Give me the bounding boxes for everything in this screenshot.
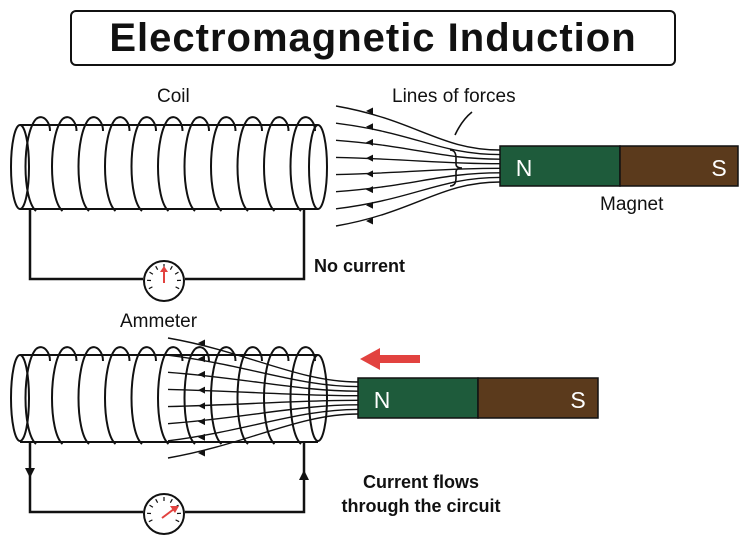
coil-winding bbox=[183, 116, 210, 212]
field-line bbox=[167, 408, 359, 442]
current-flows-label: Current flows through the circuit bbox=[341, 472, 501, 516]
top-magnet-south bbox=[619, 145, 739, 187]
coil-winding bbox=[289, 116, 316, 212]
field-line bbox=[335, 181, 501, 227]
bottom-magnet-south-label: S bbox=[570, 387, 585, 413]
bottom-circuit-wire bbox=[28, 442, 306, 514]
field-line bbox=[335, 139, 501, 160]
magnet-label: Magnet bbox=[600, 194, 664, 215]
magnet-motion-arrow-icon bbox=[360, 348, 420, 370]
ammeter-tick bbox=[174, 271, 179, 275]
ammeter-needle-deflected-icon bbox=[170, 506, 179, 513]
field-arrow-icon bbox=[198, 449, 205, 457]
field-arrow-icon bbox=[366, 186, 373, 194]
field-arrow-icon bbox=[198, 355, 205, 363]
bottom-ammeter bbox=[143, 493, 185, 535]
top-magnet: N S bbox=[499, 145, 739, 187]
field-line bbox=[335, 156, 501, 165]
coil-winding bbox=[157, 346, 184, 445]
coil-winding bbox=[157, 116, 184, 212]
field-line bbox=[335, 172, 501, 193]
top-magnet-north bbox=[499, 145, 621, 187]
coil-winding bbox=[130, 346, 157, 445]
field-line bbox=[167, 388, 359, 397]
ammeter-tick bbox=[155, 265, 159, 270]
lines-of-forces-label: Lines of forces bbox=[392, 86, 516, 107]
coil-winding bbox=[51, 346, 78, 445]
coil-winding bbox=[77, 116, 104, 212]
title-box: Electromagnetic Induction bbox=[70, 10, 676, 66]
bottom-magnet-north bbox=[357, 377, 479, 419]
field-arrow-icon bbox=[366, 138, 373, 146]
ammeter-tick bbox=[149, 271, 154, 275]
field-line bbox=[167, 399, 359, 408]
field-line bbox=[167, 413, 359, 459]
coil-winding bbox=[236, 116, 263, 212]
ammeter-tick bbox=[149, 504, 154, 508]
coil-winding bbox=[104, 346, 131, 445]
field-lines-pointer bbox=[454, 111, 473, 136]
top-circuit-wire bbox=[28, 209, 306, 281]
ammeter-tick bbox=[175, 519, 180, 523]
current-arrow-up-icon bbox=[299, 470, 309, 480]
coil-winding bbox=[263, 346, 290, 445]
field-lines-brace bbox=[449, 149, 463, 187]
bottom-magnet-south bbox=[477, 377, 599, 419]
ammeter-tick bbox=[148, 286, 153, 290]
coil-winding bbox=[210, 346, 237, 445]
field-arrow-icon bbox=[198, 386, 205, 394]
bottom-field-lines bbox=[167, 337, 359, 459]
no-current-label: No current bbox=[314, 256, 406, 276]
coil-winding bbox=[289, 346, 316, 445]
field-line bbox=[167, 354, 359, 388]
top-ammeter bbox=[143, 260, 185, 302]
coil-winding bbox=[130, 116, 157, 212]
diagram-title: Electromagnetic Induction bbox=[109, 15, 637, 60]
field-arrow-icon bbox=[366, 154, 373, 162]
bottom-magnet-north-label: N bbox=[374, 387, 391, 413]
bottom-coil bbox=[10, 346, 328, 445]
field-arrow-icon bbox=[366, 123, 373, 131]
coil-winding bbox=[263, 116, 290, 212]
field-line bbox=[335, 167, 501, 176]
field-arrow-icon bbox=[198, 370, 205, 378]
bottom-magnet: N S bbox=[357, 377, 599, 419]
field-arrow-icon bbox=[366, 201, 373, 209]
top-field-lines bbox=[335, 105, 501, 227]
coil-winding bbox=[51, 116, 78, 212]
field-arrow-icon bbox=[198, 418, 205, 426]
field-arrow-icon bbox=[366, 107, 373, 115]
coil-winding bbox=[77, 346, 104, 445]
top-magnet-south-label: S bbox=[711, 155, 726, 181]
field-arrow-icon bbox=[198, 402, 205, 410]
field-arrow-icon bbox=[366, 217, 373, 225]
field-line bbox=[167, 337, 359, 383]
ammeter-needle-icon bbox=[160, 266, 168, 272]
ammeter-tick bbox=[169, 498, 173, 503]
ammeter-tick bbox=[169, 265, 173, 270]
field-line bbox=[335, 176, 501, 210]
field-line bbox=[167, 404, 359, 425]
coil-winding bbox=[104, 116, 131, 212]
field-line bbox=[167, 371, 359, 392]
coil-winding bbox=[24, 116, 51, 212]
field-line bbox=[335, 122, 501, 156]
ammeter-tick bbox=[148, 519, 153, 523]
top-coil bbox=[10, 116, 328, 212]
coil-winding bbox=[183, 346, 210, 445]
ammeter-tick bbox=[175, 286, 180, 290]
ammeter-tick bbox=[155, 498, 159, 503]
coil-winding bbox=[210, 116, 237, 212]
coil-label: Coil bbox=[157, 86, 190, 107]
current-arrow-down-icon bbox=[25, 468, 35, 478]
field-line bbox=[335, 105, 501, 151]
field-arrow-icon bbox=[366, 170, 373, 178]
ammeter-label: Ammeter bbox=[120, 311, 198, 332]
top-magnet-north-label: N bbox=[516, 155, 533, 181]
field-arrow-icon bbox=[198, 339, 205, 347]
coil-winding bbox=[24, 346, 51, 445]
field-arrow-icon bbox=[198, 433, 205, 441]
